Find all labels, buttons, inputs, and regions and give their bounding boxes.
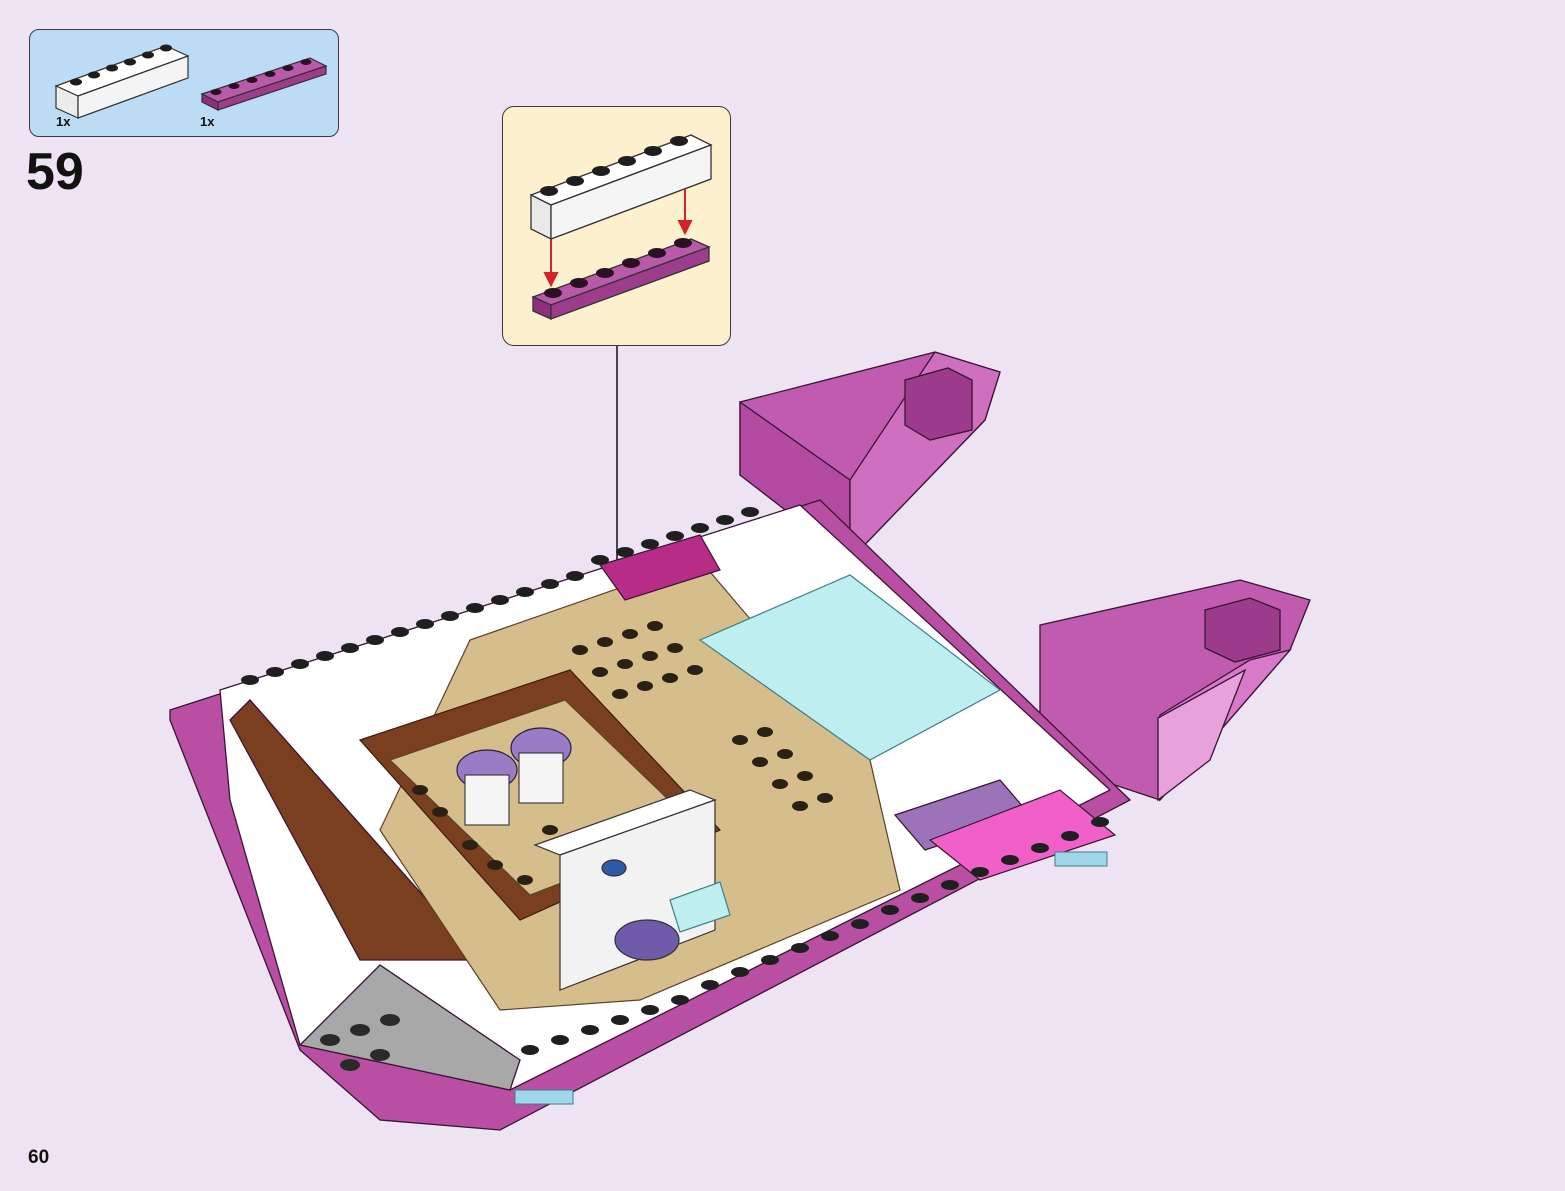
hull-underside-tile-front bbox=[1055, 852, 1107, 866]
page-number: 60 bbox=[28, 1147, 49, 1169]
hull-underside-tile bbox=[515, 1090, 573, 1104]
